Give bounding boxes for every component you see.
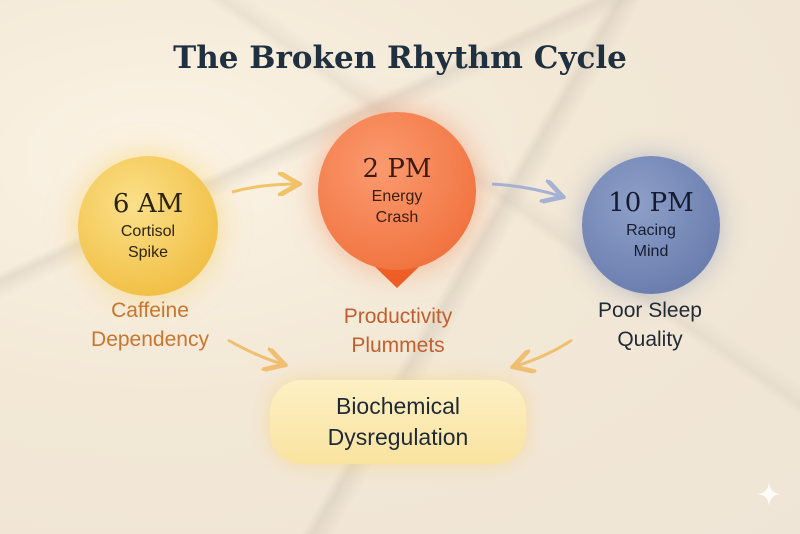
- label-caffeine-dependency: Caffeine Dependency: [91, 299, 209, 351]
- center-pill-text: Biochemical Dysregulation: [327, 393, 469, 450]
- label-poor-sleep-quality: Poor Sleep Quality: [598, 299, 702, 351]
- arrow-sleep-to-center: [516, 338, 573, 366]
- node-6am: 6 AM Cortisol Spike: [78, 156, 218, 296]
- node-10pm-time: 10 PM: [608, 188, 694, 218]
- arrow-6am-to-2pm: [231, 184, 296, 192]
- diagram-title: The Broken Rhythm Cycle: [173, 40, 627, 76]
- node-2pm-desc: Energy Crash: [371, 188, 423, 226]
- node-10pm-desc: Racing Mind: [626, 222, 676, 260]
- node-6am-time: 6 AM: [112, 189, 184, 219]
- label-productivity-plummets: Productivity Plummets: [343, 305, 453, 357]
- center-pill: Biochemical Dysregulation: [270, 380, 526, 464]
- node-10pm: 10 PM Racing Mind: [582, 156, 720, 294]
- arrow-2pm-to-10pm: [491, 184, 560, 196]
- node-6am-desc: Cortisol Spike: [120, 223, 176, 261]
- arrow-caffeine-to-center: [227, 338, 282, 364]
- node-2pm-time: 2 PM: [362, 154, 432, 184]
- node-2pm: 2 PM Energy Crash: [318, 112, 476, 270]
- sparkle-icon: [757, 482, 781, 506]
